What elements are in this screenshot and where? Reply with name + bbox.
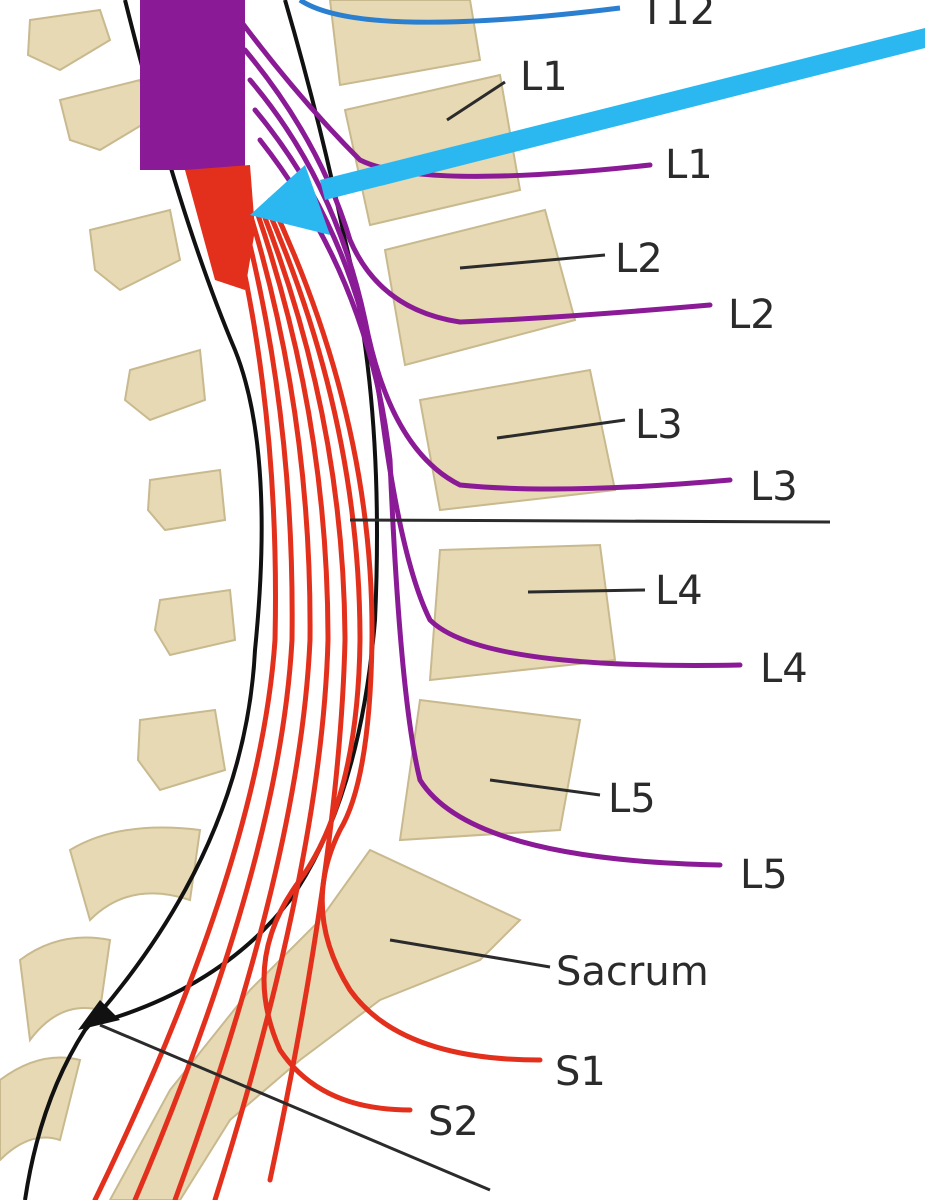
label-nerve-l4: L4 bbox=[760, 646, 808, 692]
thoracic-nerve-root bbox=[298, 0, 621, 25]
nerve-s1-root bbox=[267, 197, 543, 1063]
dural-sac-outline bbox=[23, 0, 264, 1200]
label-nerve-l5: L5 bbox=[740, 852, 788, 898]
spinal-cord-conus-segment bbox=[185, 165, 255, 290]
nerve-l5-root bbox=[257, 137, 723, 868]
label-sacrum: Sacrum bbox=[556, 949, 709, 995]
label-vertebra-l3: L3 bbox=[635, 402, 683, 448]
label-nerve-l2: L2 bbox=[728, 292, 776, 338]
label-t12-partial: T12 bbox=[639, 0, 715, 34]
leader-lines bbox=[99, 80, 831, 1192]
sacral-nerve-roots bbox=[92, 197, 543, 1200]
pointer-arrow bbox=[250, 28, 925, 235]
lumbar-nerve-roots bbox=[237, 17, 743, 868]
filum-terminale-tip bbox=[78, 1000, 120, 1030]
vertebra-l2-body bbox=[383, 208, 577, 367]
vertebra-t12-body bbox=[328, 0, 482, 87]
label-nerve-s2: S2 bbox=[428, 1099, 479, 1145]
nerve-l4-root bbox=[252, 107, 743, 668]
label-nerve-l1: L1 bbox=[665, 142, 713, 188]
nerve-s2-root bbox=[261, 202, 413, 1113]
nerve-l2-root bbox=[242, 47, 713, 325]
label-nerve-l3: L3 bbox=[750, 464, 798, 510]
nerve-l3-root bbox=[247, 77, 733, 492]
label-nerve-s1: S1 bbox=[555, 1049, 606, 1095]
label-vertebra-l2: L2 bbox=[615, 236, 663, 282]
label-vertebra-l4: L4 bbox=[655, 568, 703, 614]
vertebra-l5-body bbox=[398, 698, 582, 842]
nerve-l1-root bbox=[237, 17, 653, 179]
spinal-cord-lumbar-segment bbox=[140, 0, 245, 170]
spinous-processes bbox=[0, 8, 237, 1162]
label-vertebra-l5: L5 bbox=[608, 776, 656, 822]
label-vertebra-l1: L1 bbox=[520, 54, 568, 100]
